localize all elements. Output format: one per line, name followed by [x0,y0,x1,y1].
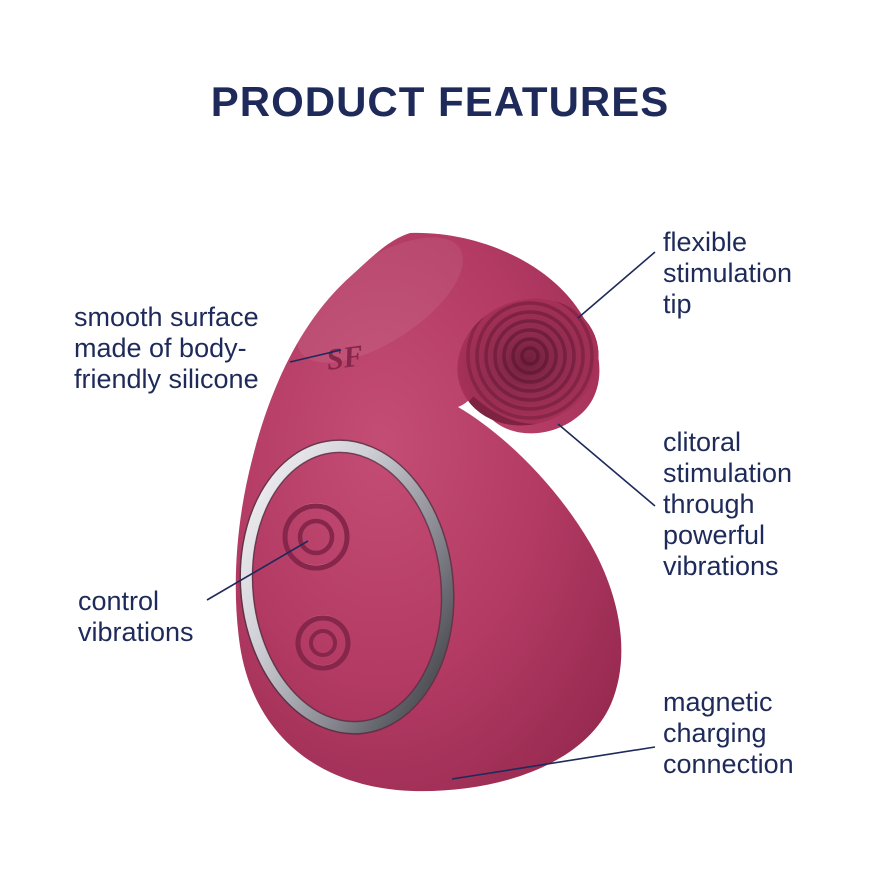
label-smooth-surface: smooth surface made of body- friendly si… [74,302,259,394]
label-clitoral-stimulation: clitoral stimulation through powerful vi… [663,427,793,581]
callout-line-flexible-tip [577,251,656,319]
body-highlight [297,237,463,363]
label-magnetic-charging: magnetic charging connection [663,687,794,779]
label-control-vibrations: control vibrations [78,586,194,647]
label-flexible-stimulation-tip: flexible stimulation tip [663,227,793,319]
page-title: PRODUCT FEATURES [210,78,670,125]
callout-line-magnetic-charging [451,746,656,780]
sf-logo: SF [324,339,365,377]
lower-control-button[interactable] [295,615,351,671]
metal-ring [239,439,455,735]
callout-line-clitoral-stimulation [557,423,656,507]
callout-line-control-vibrations [206,540,309,601]
upper-control-button[interactable] [282,503,350,571]
callout-line-smooth-surface [289,349,342,363]
